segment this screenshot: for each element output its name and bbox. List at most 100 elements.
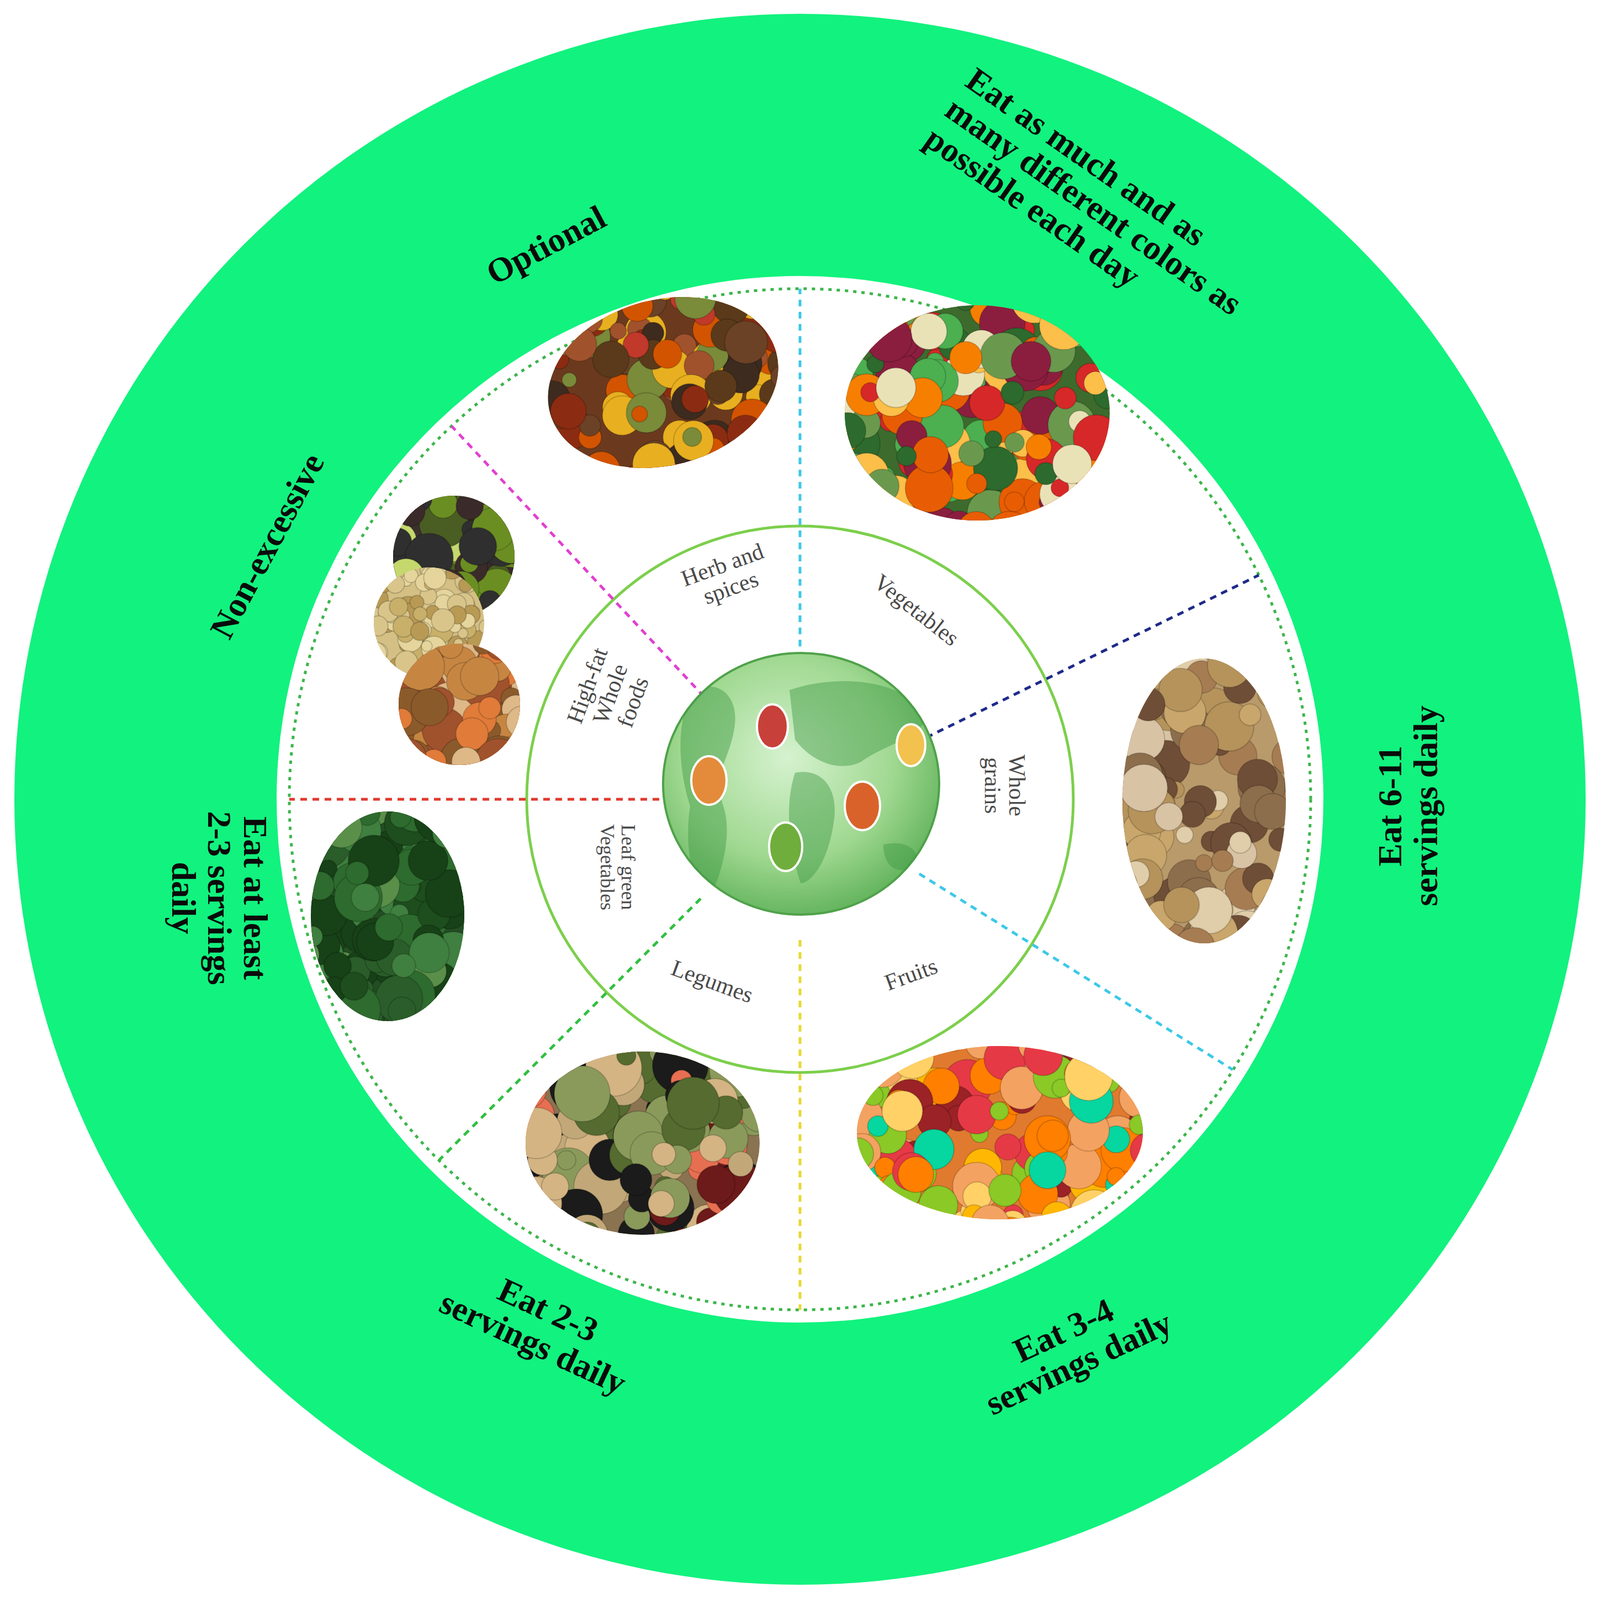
photo-dot (1336, 669, 1354, 687)
photo-dot (575, 305, 603, 333)
photo-dot (529, 1045, 555, 1072)
photo-dot (1113, 1032, 1139, 1059)
photo-dot (632, 443, 676, 486)
photo-dot (626, 392, 667, 433)
photo-dot (717, 265, 759, 306)
photo-dot (530, 284, 567, 321)
globe-food-photo (769, 822, 803, 872)
photo-dot (654, 279, 676, 300)
photo-dot (472, 564, 494, 586)
photo-dot (716, 1010, 759, 1053)
photo-dot (710, 472, 727, 489)
photo-dot (1068, 1015, 1086, 1033)
photo-dot (723, 1036, 772, 1086)
photo-dot (966, 999, 985, 1018)
photo-dot (969, 385, 1005, 421)
photo-dot (763, 421, 783, 442)
photo-dot (891, 263, 936, 307)
photo-dot (1328, 886, 1348, 905)
photo-dot (712, 478, 747, 514)
photo-dot (682, 993, 739, 1049)
photo-dot (542, 244, 575, 277)
photo-dot (673, 420, 714, 461)
photo-dot (554, 1066, 611, 1122)
photo-dot (760, 440, 794, 474)
photo-dot (462, 785, 516, 839)
photo-dot (458, 527, 497, 566)
photo-dot (862, 289, 882, 309)
photo-dot (458, 994, 488, 1025)
photo-dot (1318, 736, 1366, 784)
photo-dot (1120, 1026, 1157, 1063)
photo-dot (757, 247, 794, 285)
photo-dot (372, 665, 388, 681)
photo-dot (853, 1261, 893, 1301)
photo-dot (748, 440, 782, 473)
photo-dot (1085, 879, 1123, 916)
photo-dot (484, 628, 517, 661)
photo-dot (870, 984, 894, 1008)
photo-dot (556, 295, 584, 323)
photo-dot (267, 896, 303, 931)
photo-dot (860, 291, 891, 322)
photo-dot (396, 642, 445, 691)
photo-dot (887, 530, 908, 550)
photo-dot (1072, 507, 1100, 535)
photo-dot (523, 442, 564, 483)
photo-dot (387, 738, 427, 778)
photo-dot (610, 322, 627, 340)
photo-dot (1155, 802, 1183, 831)
photo-dot (550, 393, 587, 429)
photo-dot (441, 986, 474, 1019)
food-photos (252, 244, 1368, 1302)
photo-dot (727, 415, 765, 453)
photo-dot (860, 1200, 888, 1228)
photo-dot (1307, 755, 1337, 785)
photo-dot (1268, 828, 1292, 852)
photo-dot (994, 1006, 1016, 1028)
photo-dot (511, 1092, 534, 1115)
photo-dot (982, 260, 1030, 307)
photo-dot (1083, 371, 1107, 395)
photo-dot (509, 1009, 563, 1063)
photo-dot (670, 1228, 697, 1254)
photo-dot (459, 783, 508, 831)
photo-dot (258, 949, 299, 990)
photo-dot (689, 478, 704, 494)
photo-dot (712, 286, 750, 325)
photo-dot (890, 268, 910, 288)
photo-dot (896, 1232, 914, 1251)
photo-dot (987, 537, 1006, 556)
photo-dot (616, 1046, 637, 1066)
food-photo (368, 472, 535, 644)
photo-dot (570, 267, 593, 290)
photo-dot (1297, 710, 1344, 757)
food-photo (504, 993, 788, 1284)
photo-dot (954, 1235, 987, 1269)
photo-dot (1281, 836, 1327, 882)
photo-dot (1291, 717, 1308, 735)
photo-dot (1094, 1195, 1123, 1225)
photo-dot (939, 1219, 962, 1243)
photo-dot (1050, 768, 1099, 817)
globe (663, 653, 940, 915)
photo-dot (451, 747, 481, 777)
food-group-name: Herb and spices (666, 534, 787, 618)
photo-dot (1011, 962, 1061, 1012)
photo-dot (1175, 826, 1194, 844)
photo-dot (640, 488, 668, 516)
photo-dot (945, 1230, 989, 1273)
photo-dot (1106, 697, 1125, 716)
photo-dot (742, 449, 764, 470)
photo-dot (963, 961, 1012, 1009)
photo-dot (257, 854, 299, 895)
photo-dot (260, 975, 296, 1011)
photo-dot (1125, 1254, 1154, 1283)
photo-dot (1072, 297, 1098, 322)
serving-guideline: Eat as much and as many different colors… (918, 61, 1280, 359)
photo-dot (942, 1003, 973, 1034)
photo-dot (1046, 256, 1094, 304)
photo-dot (1060, 1243, 1080, 1263)
photo-dot (289, 814, 317, 842)
